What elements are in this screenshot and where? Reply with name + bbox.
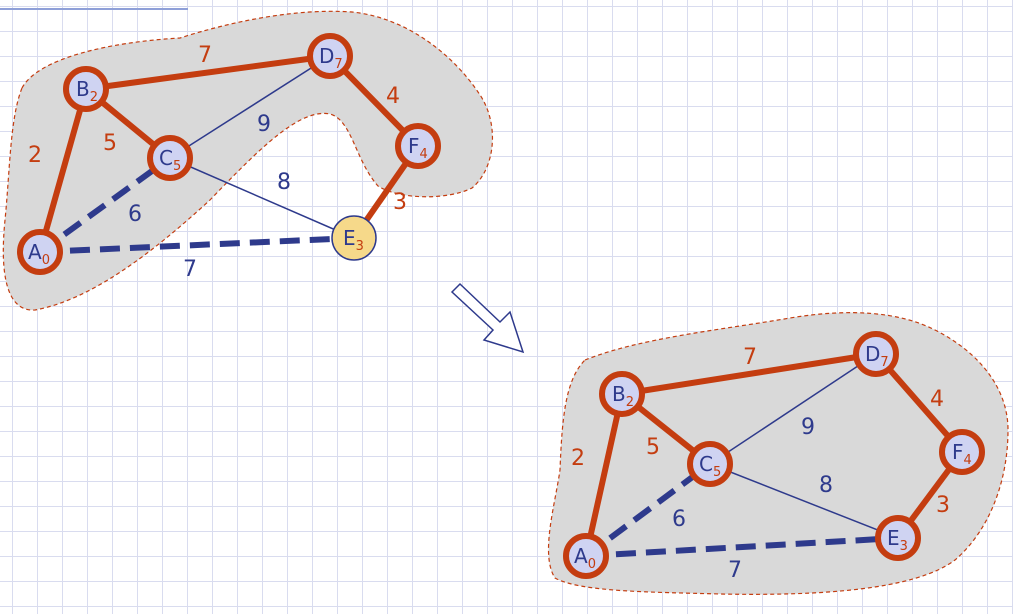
node-b-after: B2 — [599, 371, 645, 417]
svg-text:B2: B2 — [76, 77, 98, 105]
svg-text:F4: F4 — [952, 440, 972, 468]
node-b-before: B2 — [63, 66, 109, 112]
weight-b-c-after: 5 — [646, 435, 660, 460]
node-letter: F — [952, 440, 964, 464]
node-letter: E — [887, 526, 900, 550]
svg-text:E3: E3 — [887, 526, 908, 554]
node-distance: 2 — [626, 395, 634, 410]
node-distance: 7 — [334, 57, 342, 72]
node-distance: 7 — [880, 355, 888, 370]
node-f-after: F4 — [939, 429, 985, 475]
node-e-before-new: E3 — [331, 215, 377, 261]
weight-a-c-before: 6 — [128, 202, 142, 227]
weight-a-b-before: 2 — [28, 143, 42, 168]
weight-c-e-before: 8 — [277, 170, 291, 195]
weight-c-d-after: 9 — [801, 415, 815, 440]
node-distance: 4 — [964, 453, 972, 468]
node-letter: D — [319, 44, 334, 68]
weight-d-f-after: 4 — [930, 387, 944, 412]
slide-title-rule — [0, 8, 188, 10]
node-distance: 5 — [713, 465, 721, 480]
node-d-before: D7 — [307, 33, 353, 79]
arrow-down-right-icon — [450, 282, 525, 354]
edge-c-e-after — [709, 463, 899, 539]
edge-b-d-before — [85, 53, 331, 92]
edge-c-d-before — [169, 55, 331, 159]
svg-text:D7: D7 — [319, 44, 343, 72]
edge-c-d-after — [709, 353, 877, 465]
svg-text:A0: A0 — [574, 544, 596, 572]
node-a-before: A0 — [17, 229, 63, 275]
svg-text:C5: C5 — [699, 452, 721, 480]
weight-a-c-after: 6 — [672, 507, 686, 532]
node-distance: 0 — [42, 253, 50, 268]
node-distance: 0 — [588, 557, 596, 572]
weight-f-e-before: 3 — [393, 190, 407, 215]
weight-a-e-after: 7 — [728, 558, 742, 583]
edge-a-b-after — [583, 393, 625, 557]
edge-a-c-before — [38, 155, 172, 255]
svg-text:D7: D7 — [865, 342, 889, 370]
node-letter: A — [28, 240, 42, 264]
svg-text:E3: E3 — [343, 226, 364, 254]
node-d-after: D7 — [853, 331, 899, 377]
weight-b-d-after: 7 — [743, 345, 757, 370]
node-distance: 4 — [420, 147, 428, 162]
edge-a-b-before — [37, 88, 89, 253]
node-c-after: C5 — [687, 441, 733, 487]
weight-b-c-before: 5 — [103, 131, 117, 156]
svg-text:B2: B2 — [612, 382, 634, 410]
node-letter: F — [408, 134, 420, 158]
edge-a-e-after — [585, 535, 899, 559]
node-letter: C — [159, 146, 173, 170]
svg-text:F4: F4 — [408, 134, 428, 162]
node-letter: D — [865, 342, 880, 366]
node-letter: C — [699, 452, 713, 476]
svg-text:C5: C5 — [159, 146, 181, 174]
node-letter: B — [76, 77, 90, 101]
node-e-after: E3 — [875, 515, 921, 561]
weight-a-e-before: 7 — [183, 257, 197, 282]
edge-a-c-after — [584, 461, 712, 559]
edge-a-e-before — [39, 235, 355, 255]
weight-a-b-after: 2 — [571, 446, 585, 471]
node-a-after: A0 — [563, 533, 609, 579]
edge-c-e-before — [169, 157, 355, 239]
weight-d-f-before: 4 — [386, 84, 400, 109]
node-distance: 5 — [173, 159, 181, 174]
weight-c-d-before: 9 — [257, 112, 271, 137]
weight-b-d-before: 7 — [198, 43, 212, 68]
node-letter: A — [574, 544, 588, 568]
node-distance: 3 — [356, 239, 364, 254]
node-distance: 2 — [90, 90, 98, 105]
weight-f-e-after: 3 — [936, 493, 950, 518]
node-letter: B — [612, 382, 626, 406]
node-c-before: C5 — [147, 135, 193, 181]
node-distance: 3 — [900, 539, 908, 554]
weight-c-e-after: 8 — [819, 473, 833, 498]
node-f-before: F4 — [395, 123, 441, 169]
node-letter: E — [343, 226, 356, 250]
svg-text:A0: A0 — [28, 240, 50, 268]
edge-b-d-after — [621, 351, 877, 397]
